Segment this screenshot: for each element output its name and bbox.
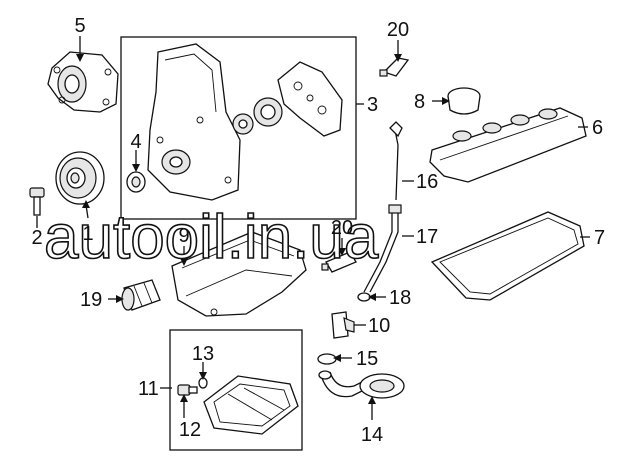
dipstick-guide-part <box>363 204 402 293</box>
front-seal-part <box>126 171 146 193</box>
timing-cover-group-box <box>120 36 357 220</box>
callout-15: 15 <box>356 348 378 370</box>
pulley-bolt-part <box>29 187 45 216</box>
crankshaft-pulley-part <box>55 151 105 205</box>
oil-pan-lower-group-box <box>169 329 303 451</box>
oil-filter-part <box>121 279 161 311</box>
callout-18: 18 <box>389 287 411 309</box>
oil-dipstick-part <box>389 121 403 201</box>
callout-7: 7 <box>594 227 605 249</box>
callout-20-lower: 20 <box>331 217 353 239</box>
oil-strainer-part <box>318 370 405 399</box>
callout-12: 12 <box>179 419 201 441</box>
callout-9: 9 <box>178 225 189 247</box>
callout-13: 13 <box>192 343 214 365</box>
water-pump-part <box>47 51 119 113</box>
cam-sprocket-part <box>232 97 283 135</box>
upper-oil-pan-part <box>171 231 307 317</box>
drain-plug-part <box>177 384 198 396</box>
callout-16: 16 <box>416 171 438 193</box>
watermark-text: autooil.in.ua <box>44 203 379 272</box>
sealant-tube-part-top <box>379 57 410 77</box>
callout-3: 3 <box>367 94 378 116</box>
callout-10: 10 <box>368 315 390 337</box>
callout-1: 1 <box>82 223 93 245</box>
leader-lines <box>36 36 590 420</box>
oil-filler-cap-part <box>447 87 481 115</box>
callout-20-top: 20 <box>387 19 409 41</box>
callout-6: 6 <box>592 117 603 139</box>
bracket-part <box>331 311 355 339</box>
valve-cover-gasket-part <box>430 211 585 301</box>
callout-11: 11 <box>138 378 159 400</box>
valve-cover-part <box>429 107 587 183</box>
front-cover-plate-part <box>277 61 343 137</box>
gasket-ring-part <box>317 353 337 365</box>
lower-oil-pan-part <box>203 375 299 435</box>
callout-2: 2 <box>31 227 42 249</box>
callout-4: 4 <box>130 131 141 153</box>
callout-17: 17 <box>416 226 438 248</box>
timing-cover-part <box>147 43 241 201</box>
callout-5: 5 <box>74 15 85 37</box>
callout-19: 19 <box>80 289 102 311</box>
callout-8: 8 <box>414 91 425 113</box>
callout-14: 14 <box>361 424 383 446</box>
